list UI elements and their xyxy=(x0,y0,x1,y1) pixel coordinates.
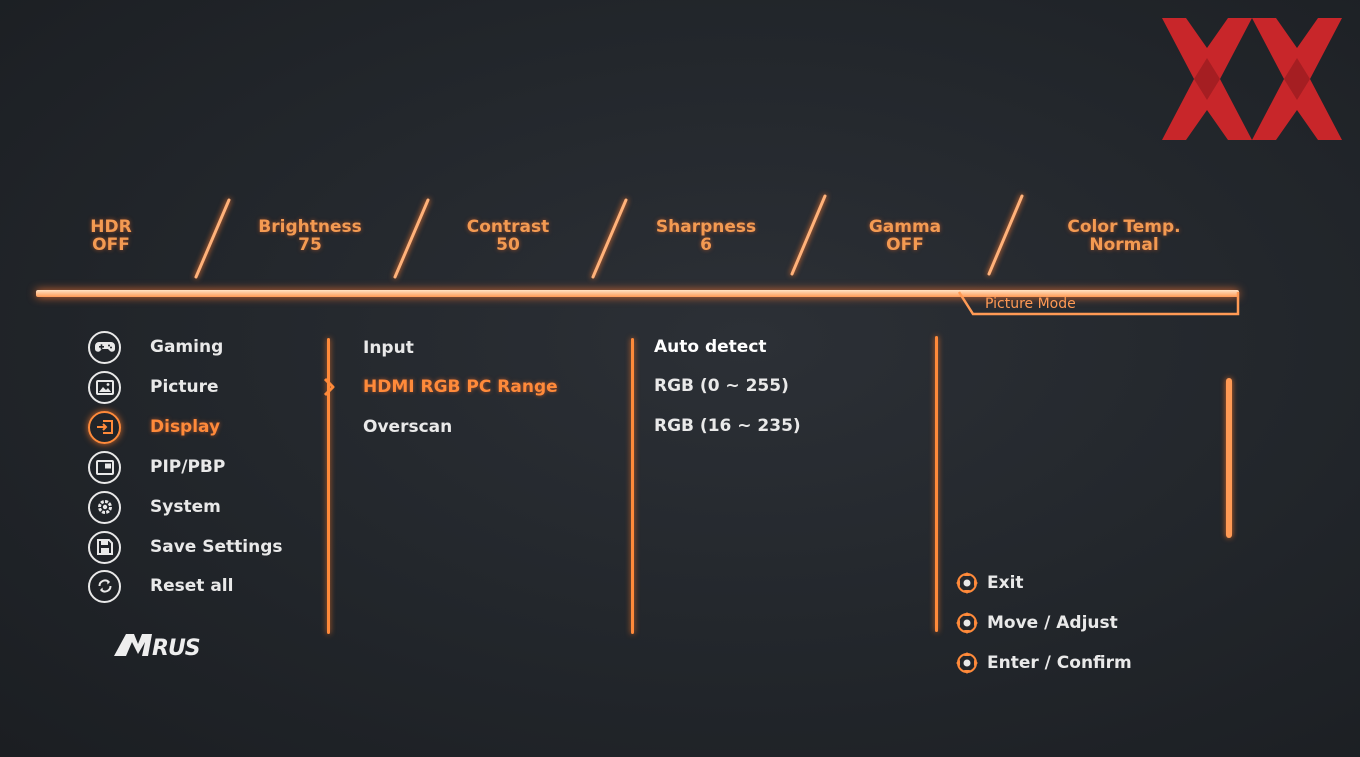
picture-icon xyxy=(88,370,121,404)
stat-value: 6 xyxy=(700,235,712,255)
submenu-item-overscan[interactable]: Overscan xyxy=(363,417,453,437)
menu-item-label: Reset all xyxy=(150,576,234,596)
stat-value: OFF xyxy=(92,235,130,255)
stat-label: HDR xyxy=(90,217,132,237)
submenu-item-input[interactable]: Input xyxy=(363,338,414,358)
stat-gamma: Gamma OFF xyxy=(825,218,985,254)
gamepad-icon xyxy=(88,330,121,364)
menu-item-display[interactable]: Display xyxy=(88,409,220,445)
pip-icon xyxy=(88,450,121,484)
hint-label: Move / Adjust xyxy=(987,613,1118,633)
stat-label: Gamma xyxy=(868,217,942,237)
hint-label: Enter / Confirm xyxy=(987,653,1132,673)
menu-item-label: Display xyxy=(150,417,221,437)
menu-item-system[interactable]: System xyxy=(88,489,221,525)
column-divider xyxy=(935,336,938,632)
stat-value: 50 xyxy=(496,235,520,255)
joystick-icon xyxy=(956,572,978,594)
option-rgb-full[interactable]: RGB (0 ~ 255) xyxy=(654,376,789,396)
stat-brightness: Brightness 75 xyxy=(230,218,390,254)
hint-exit: Exit xyxy=(955,570,1024,596)
option-rgb-limited[interactable]: RGB (16 ~ 235) xyxy=(654,416,801,436)
menu-item-label: Picture xyxy=(150,377,219,397)
stat-hdr: HDR OFF xyxy=(31,218,191,254)
menu-item-pip-pbp[interactable]: PIP/PBP xyxy=(88,449,225,485)
aorus-logo: RUS xyxy=(112,628,230,667)
save-icon xyxy=(88,530,121,564)
menu-item-save-settings[interactable]: Save Settings xyxy=(88,529,283,565)
stat-contrast: Contrast 50 xyxy=(428,218,588,254)
aorus-eagle-icon: RUS xyxy=(114,634,201,661)
reset-icon xyxy=(88,569,121,603)
menu-item-label: Gaming xyxy=(150,337,224,357)
watermark-logo xyxy=(1162,18,1342,140)
hint-label: Exit xyxy=(987,573,1024,593)
stat-label: Color Temp. xyxy=(1067,217,1181,237)
stat-sharpness: Sharpness 6 xyxy=(626,218,786,254)
gear-icon xyxy=(88,490,121,524)
menu-item-label: System xyxy=(150,497,221,517)
stat-value: OFF xyxy=(886,235,924,255)
menu-item-reset-all[interactable]: Reset all xyxy=(88,568,233,604)
stat-label: Contrast xyxy=(466,217,550,237)
joystick-icon xyxy=(956,612,978,634)
logo-text: RUS xyxy=(152,636,200,660)
picture-mode-tab[interactable] xyxy=(955,290,1245,318)
stat-label: Sharpness xyxy=(655,217,757,237)
stat-value: Normal xyxy=(1089,235,1159,255)
column-divider xyxy=(631,338,634,634)
menu-item-label: Save Settings xyxy=(150,537,283,557)
option-auto-detect[interactable]: Auto detect xyxy=(654,337,767,357)
submenu-item-hdmi-rgb-pc-range[interactable]: HDMI RGB PC Range xyxy=(363,377,558,397)
picture-mode-bar xyxy=(36,290,1239,297)
stat-value: 75 xyxy=(298,235,322,255)
display-input-icon xyxy=(88,410,121,444)
chevron-right-icon xyxy=(323,377,335,397)
column-divider xyxy=(327,338,330,634)
menu-item-label: PIP/PBP xyxy=(150,457,226,477)
hint-move-adjust: Move / Adjust xyxy=(955,610,1118,636)
stat-dividers xyxy=(194,194,1024,279)
picture-mode-label: Picture Mode xyxy=(985,296,1076,312)
stat-color-temp: Color Temp. Normal xyxy=(1044,218,1204,254)
menu-item-gaming[interactable]: Gaming xyxy=(88,329,223,365)
scrollbar[interactable] xyxy=(1226,378,1232,538)
stat-label: Brightness xyxy=(258,217,362,237)
hint-enter-confirm: Enter / Confirm xyxy=(955,650,1132,676)
joystick-icon xyxy=(956,652,978,674)
menu-item-picture[interactable]: Picture xyxy=(88,369,219,405)
